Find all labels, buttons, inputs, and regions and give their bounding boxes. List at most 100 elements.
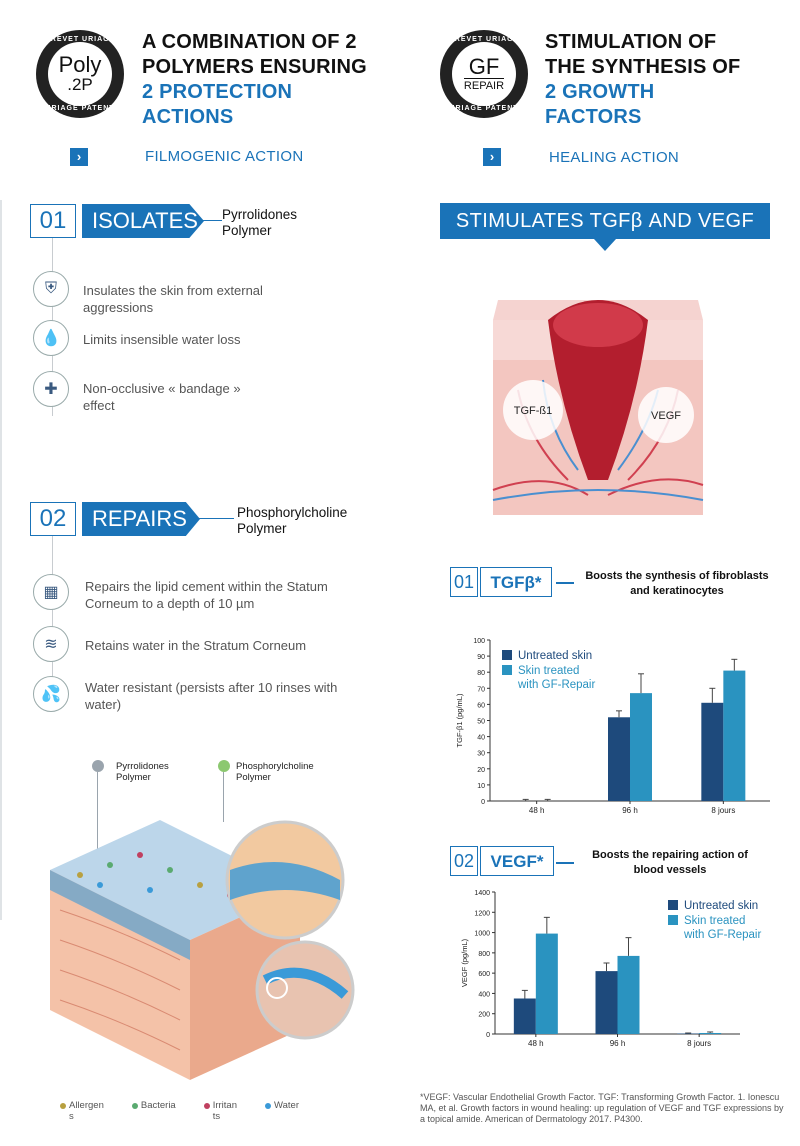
section2-feature2: Retains water in the Stratum Corneum: [85, 637, 306, 654]
x-tick-label: 96 h: [622, 806, 638, 815]
shield-icon: ⛨: [33, 271, 69, 307]
water-drops-icon: 💦: [33, 676, 69, 712]
healing-action-label: HEALING ACTION: [549, 149, 680, 166]
pyrrolidones-label: Pyrrolidones Polymer: [116, 761, 169, 783]
chart2-number: 02: [450, 846, 478, 876]
y-tick-label: 200: [478, 1012, 490, 1019]
label-line: Polymer: [116, 772, 151, 783]
water-layer: [50, 870, 190, 960]
section1-tag: ISOLATES: [82, 204, 204, 238]
section1-sub2: Polymer: [222, 223, 272, 238]
legend-swatch-untreated: [668, 900, 678, 910]
irritant-dot-icon: [203, 1103, 210, 1109]
y-tick-label: 20: [477, 767, 485, 774]
bar: [535, 933, 558, 1034]
section1-feature3: Non-occlusive « bandage » effect: [83, 380, 241, 414]
left-edge-line: [0, 200, 2, 920]
chevron-right-icon: ›: [483, 148, 501, 166]
stimulates-banner: STIMULATES TGFβ AND VEGF: [440, 203, 770, 239]
legend-label-treated-2: with GF-Repair: [517, 679, 595, 691]
wound-illustration: TGF-ß1 VEGF: [492, 300, 704, 515]
chart-title-line: Boosts the synthesis of fibroblasts: [585, 570, 769, 582]
gf-repair-badge: GF REPAIR BREVET URIAGE URIAGE PATENT: [440, 30, 528, 118]
chart2-tag: VEGF*: [480, 846, 554, 876]
chart1-tag-line: [556, 582, 574, 584]
left-heading-line2: POLYMERS ENSURING: [142, 56, 367, 78]
section1-subtitle: Pyrrolidones Polymer: [222, 207, 297, 239]
legend-label-treated: Skin treated: [684, 915, 745, 927]
badge-line1: GF: [468, 53, 500, 79]
legend-label-untreated: Untreated skin: [518, 650, 592, 662]
legend-label-treated-2: with GF-Repair: [683, 929, 761, 941]
legend-swatch-untreated: [502, 650, 512, 660]
badge-line2: REPAIR: [463, 77, 505, 92]
skin-layers-icon: ≋: [33, 626, 69, 662]
section2-connector: [52, 536, 53, 696]
zoom-pointer-circle: [266, 977, 288, 999]
section2-feature3: Water resistant (persists after 10 rinse…: [85, 679, 337, 713]
y-tick-label: 50: [477, 719, 485, 726]
y-tick-label: 1200: [474, 910, 490, 917]
chart-title-line: Boosts the repairing action of: [592, 849, 748, 861]
phosphorylcholine-marker: [218, 760, 230, 772]
footnote: *VEGF: Vascular Endothelial Growth Facto…: [420, 1092, 790, 1125]
phosphorylcholine-pointer: [223, 772, 224, 822]
section1-number: 01: [30, 204, 76, 238]
water-drop-icon: 💧: [33, 320, 69, 356]
bar: [723, 670, 746, 801]
badge-line2: .2P: [67, 75, 93, 94]
y-tick-label: 400: [478, 991, 490, 998]
green-dot-icon: [218, 760, 230, 772]
skin-cell-pattern: [59, 909, 181, 1051]
y-tick-label: 70: [477, 686, 485, 693]
feature-text: Repairs the lipid cement within the Stat…: [85, 579, 328, 594]
badge-line1: Poly: [58, 52, 102, 77]
bar: [630, 693, 652, 801]
section2-number: 02: [30, 502, 76, 536]
chevron-right-icon: ›: [70, 148, 88, 166]
zoom-water-channel: [262, 967, 349, 999]
chart1-title: Boosts the synthesis of fibroblasts and …: [577, 569, 777, 599]
vegf-bubble: [638, 387, 694, 443]
right-heading-line4: FACTORS: [545, 106, 642, 128]
y-axis-label: TGF-β1 (pg/mL): [455, 693, 464, 747]
water-dot-icon: [265, 1103, 272, 1109]
section1-feature1: Insulates the skin from external aggress…: [83, 282, 263, 316]
footnote-line: MA, et al. Growth factors in wound heali…: [420, 1103, 784, 1113]
section1-sub1: Pyrrolidones: [222, 207, 298, 222]
right-heading-line3: 2 GROWTH: [545, 81, 655, 103]
banner-pointer: [594, 239, 616, 251]
chart2-title: Boosts the repairing action of blood ves…: [585, 848, 755, 878]
x-tick-label: 8 jours: [711, 806, 735, 815]
bar: [608, 717, 630, 801]
label-line: Polymer: [236, 772, 271, 783]
x-tick-label: 48 h: [529, 806, 545, 815]
legend-swatch-treated: [502, 665, 512, 675]
y-tick-label: 0: [486, 1032, 490, 1039]
feature-text: water): [85, 697, 122, 712]
skin-cross-section-illustration: [50, 820, 355, 1080]
wound-cavity: [548, 300, 648, 480]
y-tick-label: 60: [477, 702, 485, 709]
right-heading: STIMULATION OF THE SYNTHESIS OF 2 GROWTH…: [545, 30, 785, 130]
left-heading-line3: 2 PROTECTION: [142, 81, 293, 103]
phosphorylcholine-label: Phosphorylcholine Polymer: [236, 761, 314, 783]
y-tick-label: 100: [473, 638, 485, 645]
y-tick-label: 10: [477, 783, 485, 790]
section2-tag: REPAIRS: [82, 502, 200, 536]
chart-title-line: blood vessels: [633, 864, 707, 876]
y-tick-label: 0: [481, 799, 485, 806]
legend-water: Water: [265, 1100, 299, 1122]
bar: [701, 702, 724, 801]
legend-swatch-treated: [668, 915, 678, 925]
x-tick-label: 48 h: [528, 1039, 544, 1048]
section1-tag-line: [202, 220, 222, 221]
chart2-tag-line: [556, 862, 574, 864]
section2-sub2: Polymer: [237, 521, 287, 536]
left-heading-line4: ACTIONS: [142, 106, 234, 128]
y-tick-label: 600: [478, 971, 490, 978]
feature-text: Limits insensible water loss: [83, 332, 241, 347]
legend-label-untreated: Untreated skin: [684, 900, 758, 912]
footnote-line: a topical amide. American of Dermatology…: [420, 1114, 643, 1124]
